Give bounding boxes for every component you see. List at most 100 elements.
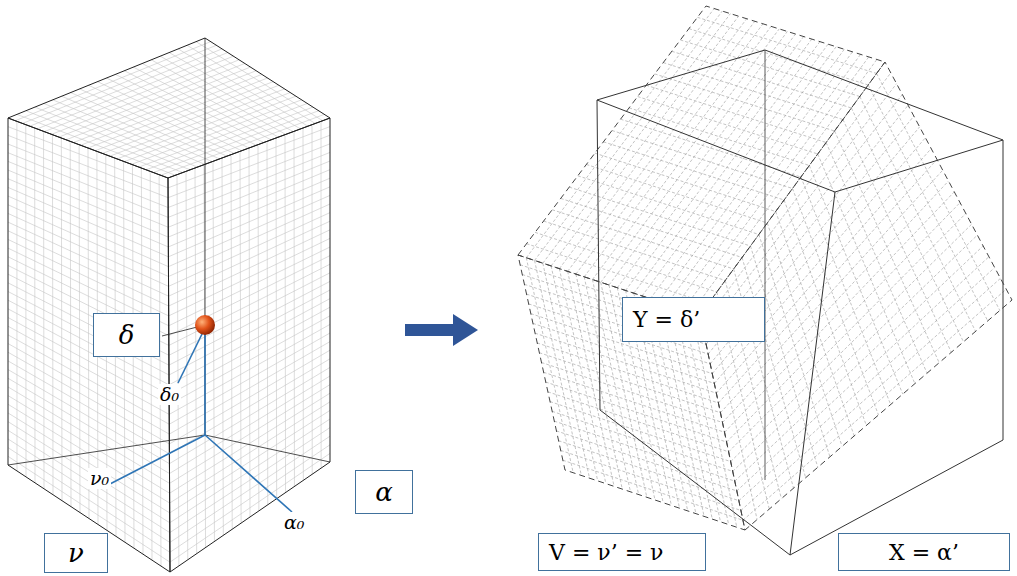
grid-line xyxy=(683,57,868,310)
grid-line xyxy=(535,232,717,292)
grid-line xyxy=(8,292,169,376)
grid-line xyxy=(37,53,228,129)
grid-line xyxy=(714,138,925,384)
grid-line xyxy=(168,187,330,257)
grid-line xyxy=(735,246,983,481)
grid-line xyxy=(646,85,826,142)
grid-line xyxy=(8,361,169,454)
grid-line xyxy=(629,108,809,166)
cube-top-outline xyxy=(597,50,1003,192)
grid-line xyxy=(8,352,169,444)
rotated-cube xyxy=(518,6,1012,530)
grid-line xyxy=(8,370,169,464)
box-label: δ xyxy=(119,320,135,350)
grid-line xyxy=(169,324,330,414)
cube-face-outline xyxy=(518,6,885,315)
box-label: ν xyxy=(68,538,84,568)
coordinate-line xyxy=(108,435,205,485)
grid-line xyxy=(169,264,330,345)
grid-line xyxy=(543,14,731,264)
axis-label: δ₀ xyxy=(158,384,181,405)
point-sphere xyxy=(195,315,215,335)
grid-line xyxy=(23,45,217,123)
grid-line xyxy=(170,385,330,484)
grid-line xyxy=(8,404,170,503)
leader-line xyxy=(178,332,203,383)
grid-line xyxy=(568,21,755,271)
grid-lines xyxy=(8,9,1006,567)
axis-label: ν₀ xyxy=(88,468,111,489)
grid-line xyxy=(66,67,250,140)
cube-face-outline xyxy=(700,62,1012,530)
grid-line xyxy=(169,359,330,454)
grid-line xyxy=(586,164,767,223)
grid-line xyxy=(8,135,168,197)
grid-line xyxy=(169,204,331,277)
grid-line xyxy=(170,445,330,553)
grid-line xyxy=(8,161,168,227)
grid-line xyxy=(8,153,168,218)
grid-line xyxy=(554,421,734,481)
grid-line xyxy=(170,419,330,523)
grid-line xyxy=(103,85,279,153)
grid-line xyxy=(731,224,972,461)
grid-line xyxy=(626,39,812,290)
grid-line xyxy=(8,187,168,256)
grid-line xyxy=(537,343,718,403)
grid-line xyxy=(692,59,877,312)
grid-line xyxy=(8,309,169,395)
grid-line xyxy=(559,19,746,269)
grid-line xyxy=(169,342,330,435)
grid-line xyxy=(550,402,731,462)
grid-line xyxy=(634,42,820,294)
hidden-edge xyxy=(205,38,206,435)
grid-line xyxy=(548,392,729,452)
grid-line xyxy=(8,300,169,385)
grid-line xyxy=(546,382,727,442)
grid-line xyxy=(576,24,763,274)
grid-line xyxy=(638,97,818,154)
grid-line xyxy=(659,49,845,301)
grid-line xyxy=(552,411,733,471)
grid-line xyxy=(689,29,868,85)
transform-arrow xyxy=(405,314,478,346)
grid-line xyxy=(8,213,169,286)
grid-line xyxy=(617,37,803,288)
grid-line xyxy=(737,257,989,491)
grid-line xyxy=(168,161,330,227)
grid-line xyxy=(535,11,723,260)
grid-line xyxy=(526,258,573,473)
grid-line xyxy=(667,52,853,304)
grid-line xyxy=(168,152,330,217)
grid-line xyxy=(170,376,331,474)
grid-line xyxy=(170,410,330,513)
grid-line xyxy=(8,378,170,473)
grid-line xyxy=(110,89,285,156)
grid-line xyxy=(720,170,942,413)
grid-line xyxy=(544,372,725,432)
grid-line xyxy=(169,238,330,316)
grid-line xyxy=(609,34,796,285)
grid-line xyxy=(584,26,771,276)
grid-line xyxy=(170,453,330,562)
arrow-head xyxy=(453,314,478,346)
grid-line xyxy=(169,333,330,424)
grid-line xyxy=(563,460,743,520)
coordinate-line xyxy=(204,330,206,435)
solid-cube xyxy=(597,50,1003,555)
arrow-shaft xyxy=(405,324,455,336)
grid-line xyxy=(168,195,330,266)
grid-line xyxy=(561,450,741,510)
grid-line xyxy=(168,170,330,238)
grid-line xyxy=(527,244,709,304)
grid-line xyxy=(169,350,330,444)
label-box: Y = δ’ xyxy=(622,297,765,342)
hidden-edge xyxy=(765,50,766,480)
grid-line xyxy=(161,114,325,175)
grid-line xyxy=(88,78,268,148)
grid-line xyxy=(8,222,169,296)
grid-line xyxy=(642,44,828,296)
grid-line xyxy=(702,73,891,325)
